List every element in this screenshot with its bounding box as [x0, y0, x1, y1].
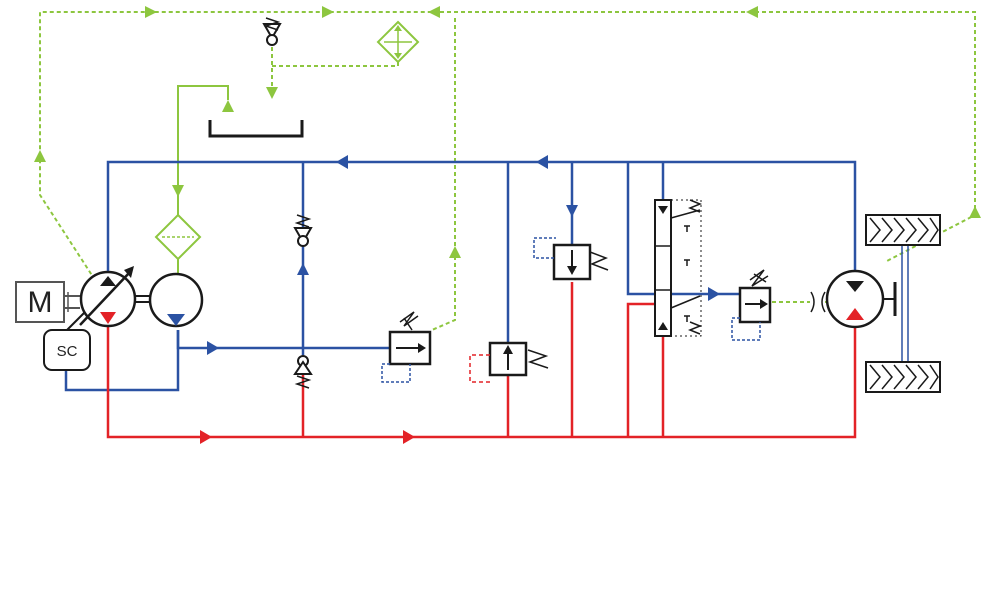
check-valve-icon: [262, 17, 282, 46]
check-valve-lower-icon: [293, 355, 313, 389]
pressure-arrow-2: [403, 430, 415, 444]
pressure-arrows: [200, 430, 415, 444]
orifice-icon: [810, 291, 826, 313]
check-valve-upper-icon: [293, 214, 313, 247]
pilot-arrow-5: [34, 150, 46, 162]
pilot-line-relief: [431, 18, 456, 331]
pilot-arrow-1: [145, 6, 157, 18]
suction-arrow-down: [172, 185, 184, 197]
pilot-line-right-loop: [440, 11, 976, 263]
relief-valve-motor-icon: [731, 269, 772, 341]
pilot-arrow-4: [746, 6, 758, 18]
filter-icon: [154, 213, 202, 261]
return-arrow-3: [207, 341, 219, 355]
return-lines: [64, 160, 857, 392]
return-arrow-4: [297, 263, 309, 275]
return-arrow-6: [708, 287, 720, 301]
reservoir-icon: [208, 120, 304, 138]
directional-valve-icon: [654, 199, 703, 337]
relief-valve-upper-icon: [533, 237, 609, 281]
electric-motor-icon: M: [15, 281, 80, 323]
suction-line-path: [177, 85, 229, 280]
return-main-loop: [106, 160, 857, 280]
pilot-arrows: [34, 6, 981, 258]
relief-valve-charge-icon: [381, 311, 432, 383]
return-arrow-5: [566, 205, 578, 217]
return-branch-dcv: [626, 162, 740, 296]
suction-line: [172, 85, 234, 280]
controller-label: SC: [57, 343, 78, 360]
wheel-icon: [865, 214, 941, 393]
hydraulic-motor-icon: [825, 269, 897, 329]
variable-pump-icon: [79, 266, 137, 328]
return-controller-line: [64, 330, 180, 392]
heat-exchanger-icon: [376, 20, 420, 64]
suction-arrow-up: [222, 100, 234, 112]
pressure-lines: [106, 282, 857, 439]
pilot-arrow-8: [266, 87, 278, 99]
pressure-main-loop: [106, 318, 857, 439]
pilot-arrow-2: [322, 6, 334, 18]
return-arrows: [207, 155, 720, 355]
speed-controller-icon: SC: [43, 304, 93, 371]
pilot-line-cooler: [272, 55, 399, 67]
pressure-arrow-1: [200, 430, 212, 444]
pilot-arrow-3: [428, 6, 440, 18]
pilot-arrow-7: [969, 206, 981, 218]
motor-label: M: [28, 286, 53, 319]
pilot-line-left-loop: [39, 11, 440, 281]
charge-pump-icon: [135, 272, 204, 328]
relief-valve-high-icon: [469, 341, 549, 383]
pilot-arrow-6: [449, 246, 461, 258]
return-arrow-2: [536, 155, 548, 169]
return-arrow-1: [336, 155, 348, 169]
pressure-branch-dcv-1: [626, 302, 655, 437]
